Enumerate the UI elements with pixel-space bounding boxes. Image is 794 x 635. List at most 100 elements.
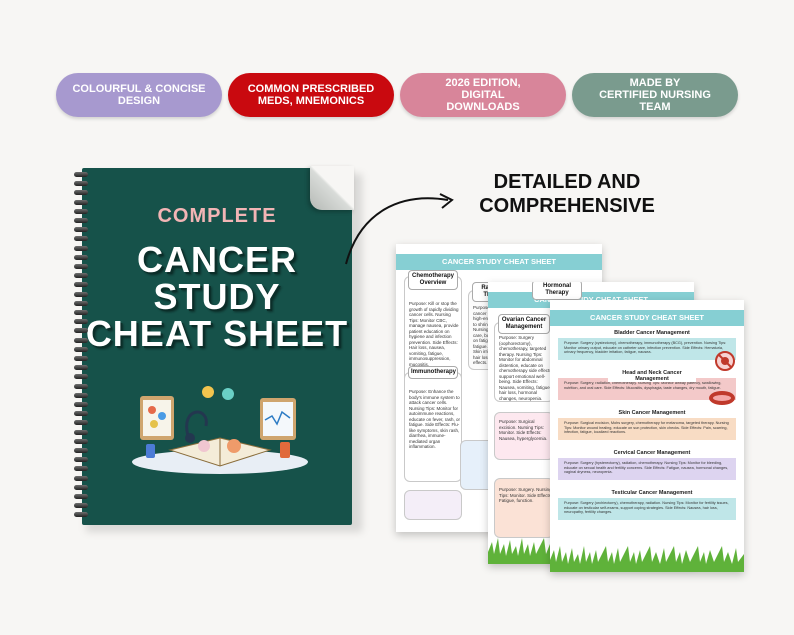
peach-box: Purpose: Surgery. Nursing Tips: Monitor.… — [494, 478, 554, 538]
section-title: Testicular Cancer Management — [608, 490, 696, 496]
spiral-ring — [74, 208, 88, 214]
page-header: CANCER STUDY CHEAT SHEET — [396, 254, 602, 270]
feature-pill-team: MADE BY CERTIFIED NURSING TEAM — [572, 73, 738, 117]
spiral-ring — [74, 337, 88, 343]
spiral-ring — [74, 227, 88, 233]
hormonal-title: Hormonal Therapy — [532, 282, 582, 300]
pill-label: 2026 EDITION, DIGITAL DOWNLOADS — [445, 77, 521, 113]
spiral-ring — [74, 448, 88, 453]
spiral-ring — [74, 190, 88, 196]
spiral-ring — [74, 484, 88, 490]
section-title: Skin Cancer Management — [608, 410, 696, 416]
spiral-ring — [74, 300, 88, 306]
section-title: Head and Neck Cancer Management — [608, 370, 696, 382]
immuno-text: Purpose: Enhance the body's immune syste… — [409, 389, 461, 449]
section-text: Purpose: Surgery (orchiectomy), chemothe… — [564, 501, 729, 515]
book-cover: COMPLETE CANCER STUDY CHEAT SHEET — [82, 168, 352, 525]
cover-title-line3: CHEAT SHEET — [85, 313, 349, 354]
spiral-ring — [74, 181, 88, 187]
spiral-ring — [74, 438, 88, 444]
detail-heading: DETAILED AND COMPREHENSIVE — [462, 170, 672, 218]
book-mockup: COMPLETE CANCER STUDY CHEAT SHEET — [74, 166, 362, 532]
spiral-binding — [74, 172, 90, 520]
section-body: Purpose: Surgical excision, Mohs surgery… — [558, 418, 736, 440]
feature-pills: COLOURFUL & CONCISE DESIGN COMMON PRESCR… — [56, 73, 738, 117]
ovarian-title: Ovarian Cancer Management — [498, 314, 550, 334]
peach-box-text: Purpose: Surgery. Nursing Tips: Monitor.… — [499, 487, 553, 503]
pill-label: COLOURFUL & CONCISE DESIGN — [72, 83, 206, 107]
sheet-page-3: CANCER STUDY CHEAT SHEET Bladder Cancer … — [550, 300, 744, 572]
spiral-ring — [74, 475, 88, 481]
section-title: Bladder Cancer Management — [608, 330, 696, 336]
section-body: Purpose: Surgery (orchiectomy), chemothe… — [558, 498, 736, 520]
spiral-ring — [74, 310, 88, 315]
section-text: Purpose: Surgery (cystectomy), chemother… — [564, 341, 727, 355]
ovarian-box: Purpose: Surgery (oophorectomy), chemoth… — [494, 322, 554, 402]
medical-illustration-icon — [132, 386, 308, 474]
spiral-ring — [74, 503, 88, 509]
pill-label: MADE BY CERTIFIED NURSING TEAM — [599, 77, 711, 113]
detail-heading-line2: COMPREHENSIVE — [479, 195, 655, 217]
spiral-ring — [74, 420, 88, 426]
section-body: Purpose: Surgery (cystectomy), chemother… — [558, 338, 736, 360]
spiral-ring — [74, 365, 88, 371]
spiral-ring — [74, 172, 88, 177]
page-curl — [310, 166, 354, 210]
no-cancer-icon — [715, 351, 735, 371]
spiral-ring — [74, 356, 88, 361]
spiral-ring — [74, 199, 88, 205]
grass-icon — [550, 546, 744, 572]
mouth-icon — [709, 391, 735, 405]
spiral-ring — [74, 402, 88, 407]
spiral-ring — [74, 392, 88, 398]
page-header: CANCER STUDY CHEAT SHEET — [550, 310, 744, 326]
spiral-ring — [74, 328, 88, 334]
section-body: Purpose: Surgery (hysterectomy), radiati… — [558, 458, 736, 480]
pink-box-text: Purpose: Surgical excision. Nursing Tips… — [499, 419, 548, 441]
section-title: Cervical Cancer Management — [608, 450, 696, 456]
section-body: Purpose: Surgery, radiation, chemotherap… — [558, 378, 736, 400]
spiral-ring — [74, 494, 88, 499]
spiral-ring — [74, 346, 88, 352]
cover-title-line1: CANCER — [136, 239, 297, 280]
immuno-box: Purpose: Enhance the body's immune syste… — [404, 372, 462, 482]
chemo-text: Purpose: Kill or stop the growth of rapi… — [409, 301, 459, 367]
chemo-title: Chemotherapy Overview — [408, 270, 458, 290]
spiral-ring — [74, 319, 88, 325]
spiral-ring — [74, 245, 88, 251]
spiral-ring — [74, 512, 88, 518]
spiral-ring — [74, 374, 88, 380]
section-text: Purpose: Surgery, radiation, chemotherap… — [564, 381, 722, 390]
feature-pill-edition: 2026 EDITION, DIGITAL DOWNLOADS — [400, 73, 566, 117]
spiral-ring — [74, 273, 88, 279]
cover-kicker: COMPLETE — [157, 205, 277, 227]
pink-box: Purpose: Surgical excision. Nursing Tips… — [494, 412, 554, 460]
spiral-ring — [74, 291, 88, 297]
immuno-title: Immunotherapy — [408, 366, 458, 379]
spiral-ring — [74, 457, 88, 463]
section-text: Purpose: Surgical excision, Mohs surgery… — [564, 421, 729, 435]
feature-pill-meds: COMMON PRESCRIBED MEDS, MNEMONICS — [228, 73, 394, 117]
spiral-ring — [74, 411, 88, 417]
section-text: Purpose: Surgery (hysterectomy), radiati… — [564, 461, 729, 475]
spiral-ring — [74, 218, 88, 223]
pill-label: COMMON PRESCRIBED MEDS, MNEMONICS — [247, 83, 375, 107]
spiral-ring — [74, 236, 88, 242]
spiral-ring — [74, 264, 88, 269]
illustration-box — [404, 490, 462, 520]
curved-arrow-icon — [345, 193, 454, 265]
cover-title-line2: STUDY — [153, 276, 281, 317]
ovarian-text: Purpose: Surgery (oophorectomy), chemoth… — [499, 335, 553, 401]
spiral-ring — [74, 254, 88, 260]
spiral-ring — [74, 282, 88, 288]
spiral-ring — [74, 466, 88, 472]
feature-pill-design: COLOURFUL & CONCISE DESIGN — [56, 73, 222, 117]
detail-heading-line1: DETAILED AND — [493, 171, 641, 193]
spiral-ring — [74, 429, 88, 435]
spiral-ring — [74, 383, 88, 389]
